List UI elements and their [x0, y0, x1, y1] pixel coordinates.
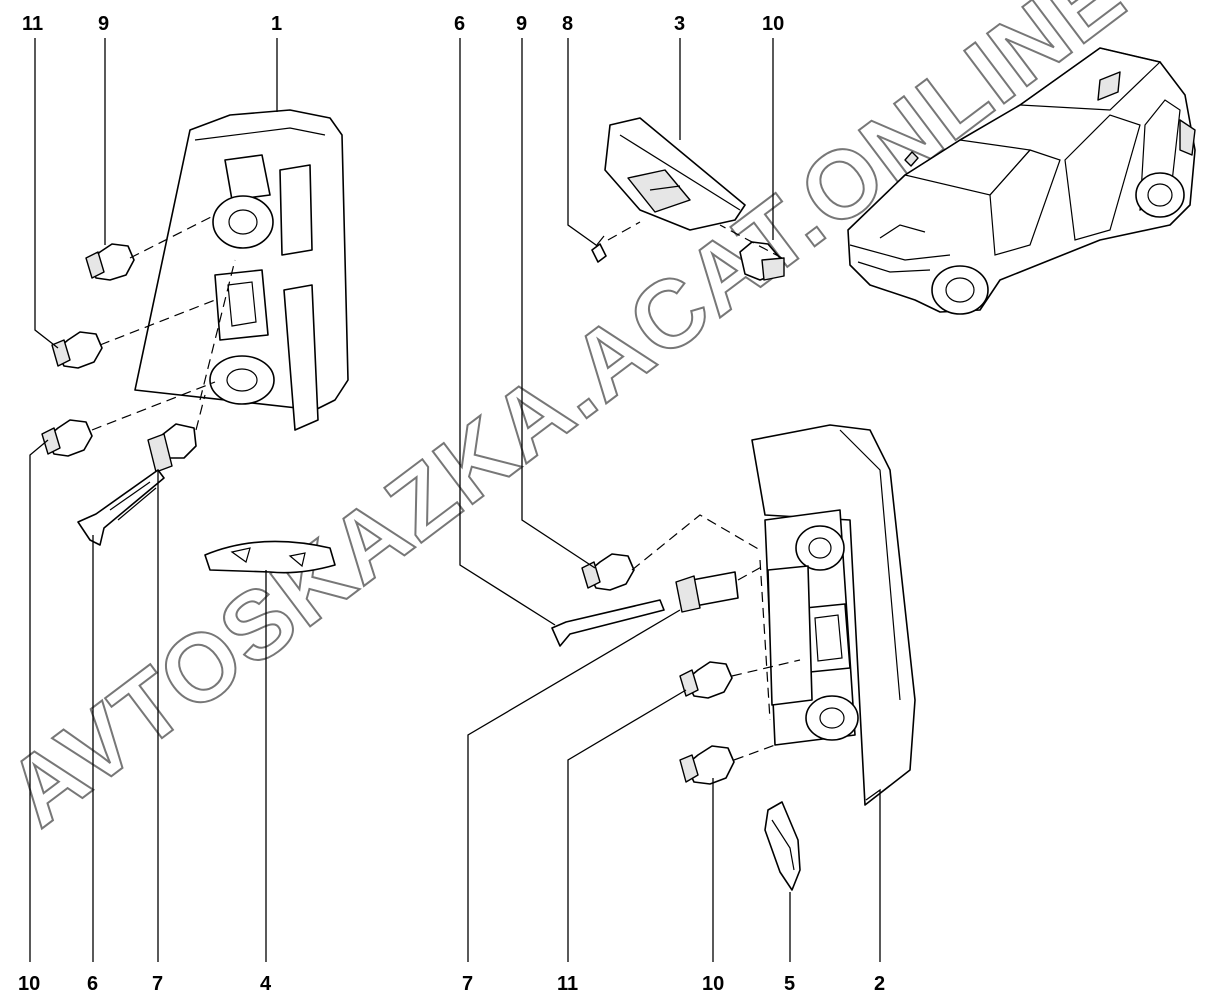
bulb-10-right — [679, 745, 735, 785]
high-mount-brake-light-part-3 — [604, 117, 746, 231]
callout-9-top-left: 9 — [98, 13, 109, 35]
left-tail-lamp-part-1 — [134, 109, 349, 431]
bulb-7-right — [675, 571, 739, 613]
screw-6-right — [551, 599, 665, 647]
callout-1: 1 — [271, 13, 282, 35]
assembly-dashed-lines — [91, 214, 801, 761]
callout-10-bottom-left: 10 — [18, 973, 40, 995]
bulb-11-left — [51, 331, 103, 369]
callout-6-bottom: 6 — [87, 973, 98, 995]
callout-3: 3 — [674, 13, 685, 35]
bulb-9-left — [85, 243, 135, 281]
watermark-text: AVTOSKAZKA.ACAT.ONLINE — [0, 0, 1145, 848]
bulb-11-right — [679, 661, 733, 699]
callout-6-top: 6 — [454, 13, 465, 35]
callout-4: 4 — [260, 973, 272, 995]
callout-5: 5 — [784, 973, 795, 995]
bulb-9-right — [581, 553, 635, 591]
bulb-10-top — [739, 241, 785, 281]
callout-8: 8 — [562, 13, 573, 35]
callout-7-mid: 7 — [462, 973, 473, 995]
callout-9-top-mid: 9 — [516, 13, 527, 35]
bulb-7-left — [147, 423, 197, 473]
callout-2: 2 — [874, 973, 885, 995]
callout-10-bottom-right: 10 — [702, 973, 724, 995]
callout-7-left: 7 — [152, 973, 163, 995]
callout-10-top: 10 — [762, 13, 784, 35]
leader-lines — [29, 38, 881, 962]
bulb-10-left — [41, 419, 93, 457]
callout-numbers: 11 9 1 6 9 8 3 10 10 6 7 4 7 11 10 5 2 — [18, 13, 885, 995]
screw-6-left — [77, 469, 165, 546]
callout-11-bottom: 11 — [557, 973, 578, 995]
callout-11-top-left: 11 — [22, 13, 43, 35]
clip-part-5 — [764, 801, 801, 891]
reflector-part-4 — [204, 540, 336, 574]
car-illustration — [847, 47, 1196, 315]
bulb-8 — [591, 235, 607, 263]
right-tail-lamp-part-2 — [751, 424, 916, 806]
